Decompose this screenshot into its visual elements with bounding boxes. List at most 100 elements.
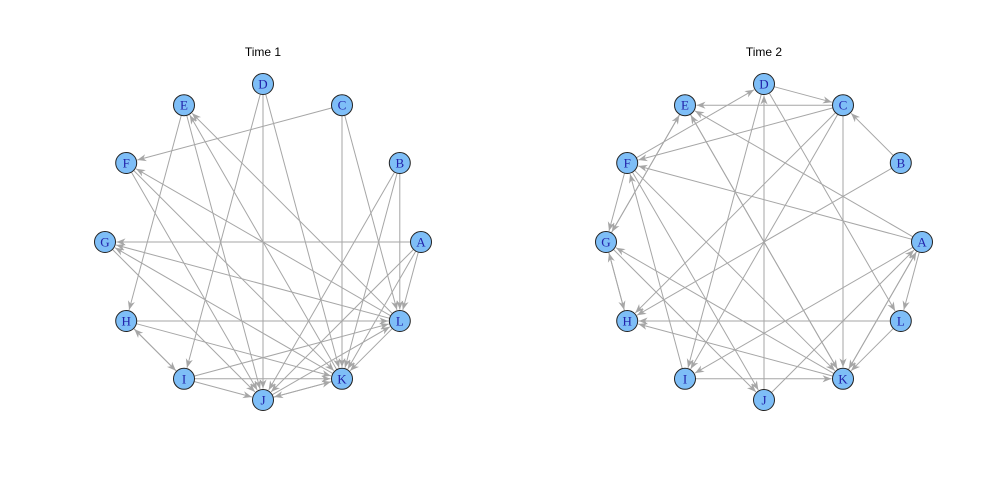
node-e: E [173, 94, 195, 117]
node-label: C [338, 98, 347, 113]
node-circle [889, 152, 912, 174]
node-circle [331, 94, 353, 117]
edge-j-l [271, 326, 391, 396]
node-label: D [759, 77, 768, 92]
edge-d-i [686, 93, 762, 368]
node-circle [674, 94, 696, 117]
panel-time-2: Time 2 A B C D E F G H I J K L [595, 45, 933, 411]
node-d: D [753, 73, 775, 95]
node-label: E [180, 98, 188, 113]
node-a: A [911, 231, 933, 253]
node-circle [753, 73, 775, 95]
edge-c-h [634, 112, 836, 314]
edge-f-j [130, 171, 258, 391]
edge-i-j [193, 381, 253, 399]
edge-b-j [268, 171, 396, 391]
node-circle [616, 310, 639, 332]
node-label: F [123, 156, 130, 171]
edge-a-k [347, 250, 417, 370]
edge-group [112, 93, 419, 399]
node-circle [388, 310, 411, 332]
node-circle [115, 310, 138, 332]
node-a: A [410, 231, 432, 253]
node-label: I [683, 371, 687, 386]
node-k: K [832, 367, 854, 390]
node-label: B [395, 156, 404, 171]
edge-l-g [115, 243, 390, 319]
node-circle [832, 367, 854, 390]
node-label: C [839, 98, 848, 113]
node-circle [173, 367, 195, 390]
edge-e-j [186, 115, 262, 390]
node-label: G [601, 235, 610, 250]
node-label: L [897, 314, 905, 329]
node-circle [252, 389, 274, 411]
node-c: C [331, 94, 353, 117]
panel-title: Time 1 [245, 45, 282, 59]
edge-l-e [191, 112, 393, 314]
node-circle [173, 94, 195, 117]
node-circle [889, 310, 912, 332]
node-b: B [889, 152, 912, 174]
edge-g-j [613, 249, 757, 393]
node-circle [911, 231, 933, 253]
edge-c-f [137, 107, 333, 162]
node-f: F [616, 152, 639, 174]
node-label: H [122, 314, 131, 329]
edge-h-g [607, 252, 625, 312]
node-b: B [388, 152, 411, 174]
node-label: F [624, 156, 631, 171]
edge-f-j [631, 171, 759, 391]
edge-d-c [773, 86, 833, 104]
node-k: K [331, 367, 353, 390]
edge-f-k [634, 170, 836, 372]
edge-b-k [343, 172, 398, 368]
edge-k-g [114, 247, 334, 375]
edge-i-l [193, 322, 389, 377]
node-i: I [674, 367, 696, 390]
panel-title: Time 2 [746, 45, 783, 59]
edge-k-g [615, 247, 835, 375]
node-circle [595, 231, 617, 253]
node-g: G [595, 231, 617, 253]
edge-k-a [847, 251, 917, 370]
node-f: F [115, 152, 138, 174]
edge-l-k [850, 328, 894, 372]
node-label: K [838, 371, 848, 386]
node-label: J [260, 393, 265, 408]
edge-h-i [133, 328, 177, 372]
node-l: L [889, 310, 912, 332]
node-label: A [416, 235, 426, 250]
node-label: D [258, 77, 267, 92]
node-e: E [674, 94, 696, 117]
edge-b-c [850, 112, 894, 156]
node-label: H [623, 314, 632, 329]
node-h: H [616, 310, 639, 332]
edge-k-e [690, 114, 839, 370]
node-j: J [753, 389, 775, 411]
edge-a-f [638, 164, 913, 240]
edge-f-g [607, 172, 625, 232]
node-label: L [396, 314, 404, 329]
edge-d-k [265, 93, 341, 368]
node-circle [832, 94, 854, 117]
node-circle [94, 231, 116, 253]
edge-f-d [636, 89, 755, 159]
node-label: E [681, 98, 689, 113]
node-circle [410, 231, 432, 253]
node-circle [674, 367, 696, 390]
node-c: C [832, 94, 854, 117]
node-circle [753, 389, 775, 411]
node-g: G [94, 231, 116, 253]
edge-d-i [185, 93, 261, 368]
edge-h-k [136, 323, 332, 378]
edge-a-l [902, 251, 920, 311]
edge-i-f [628, 173, 683, 369]
edge-a-l [401, 251, 419, 311]
node-h: H [115, 310, 138, 332]
node-label: I [182, 371, 186, 386]
node-i: I [173, 367, 195, 390]
panel-time-1: Time 1 A B C D E F G H I J K L [94, 45, 432, 411]
edge-j-a [771, 249, 915, 393]
node-l: L [388, 310, 411, 332]
